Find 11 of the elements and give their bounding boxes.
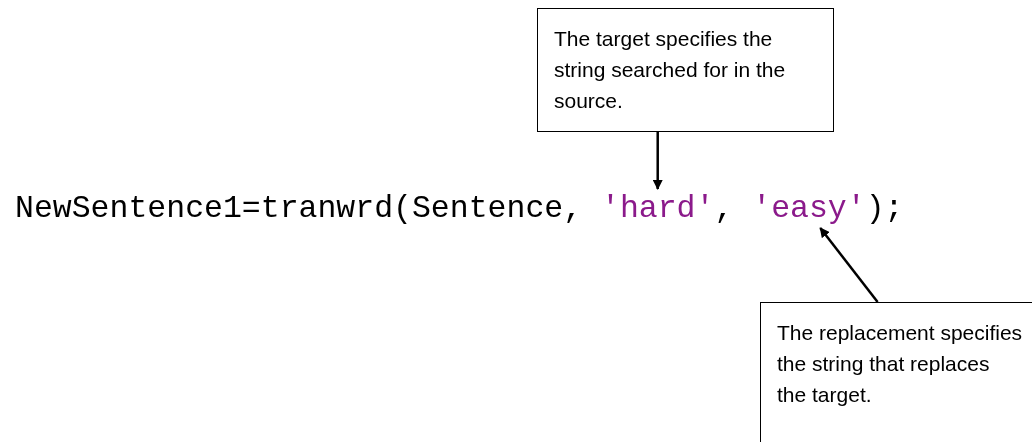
code-text: , — [714, 191, 734, 226]
callout-box — [760, 302, 1032, 442]
callout-text: The target specifies the string searched for in the source. — [554, 26, 787, 114]
callout-box — [537, 8, 834, 132]
arrow — [652, 132, 663, 190]
code-text: NewSentence1=tranwrd(Sentence, — [15, 191, 583, 226]
arrow — [819, 227, 879, 303]
callout-text: The replacement specifies the string that replaces the target. — [777, 320, 1023, 408]
code-text: ); — [865, 191, 904, 226]
string-literal: 'easy' — [752, 191, 866, 226]
string-literal: 'hard' — [601, 191, 715, 226]
